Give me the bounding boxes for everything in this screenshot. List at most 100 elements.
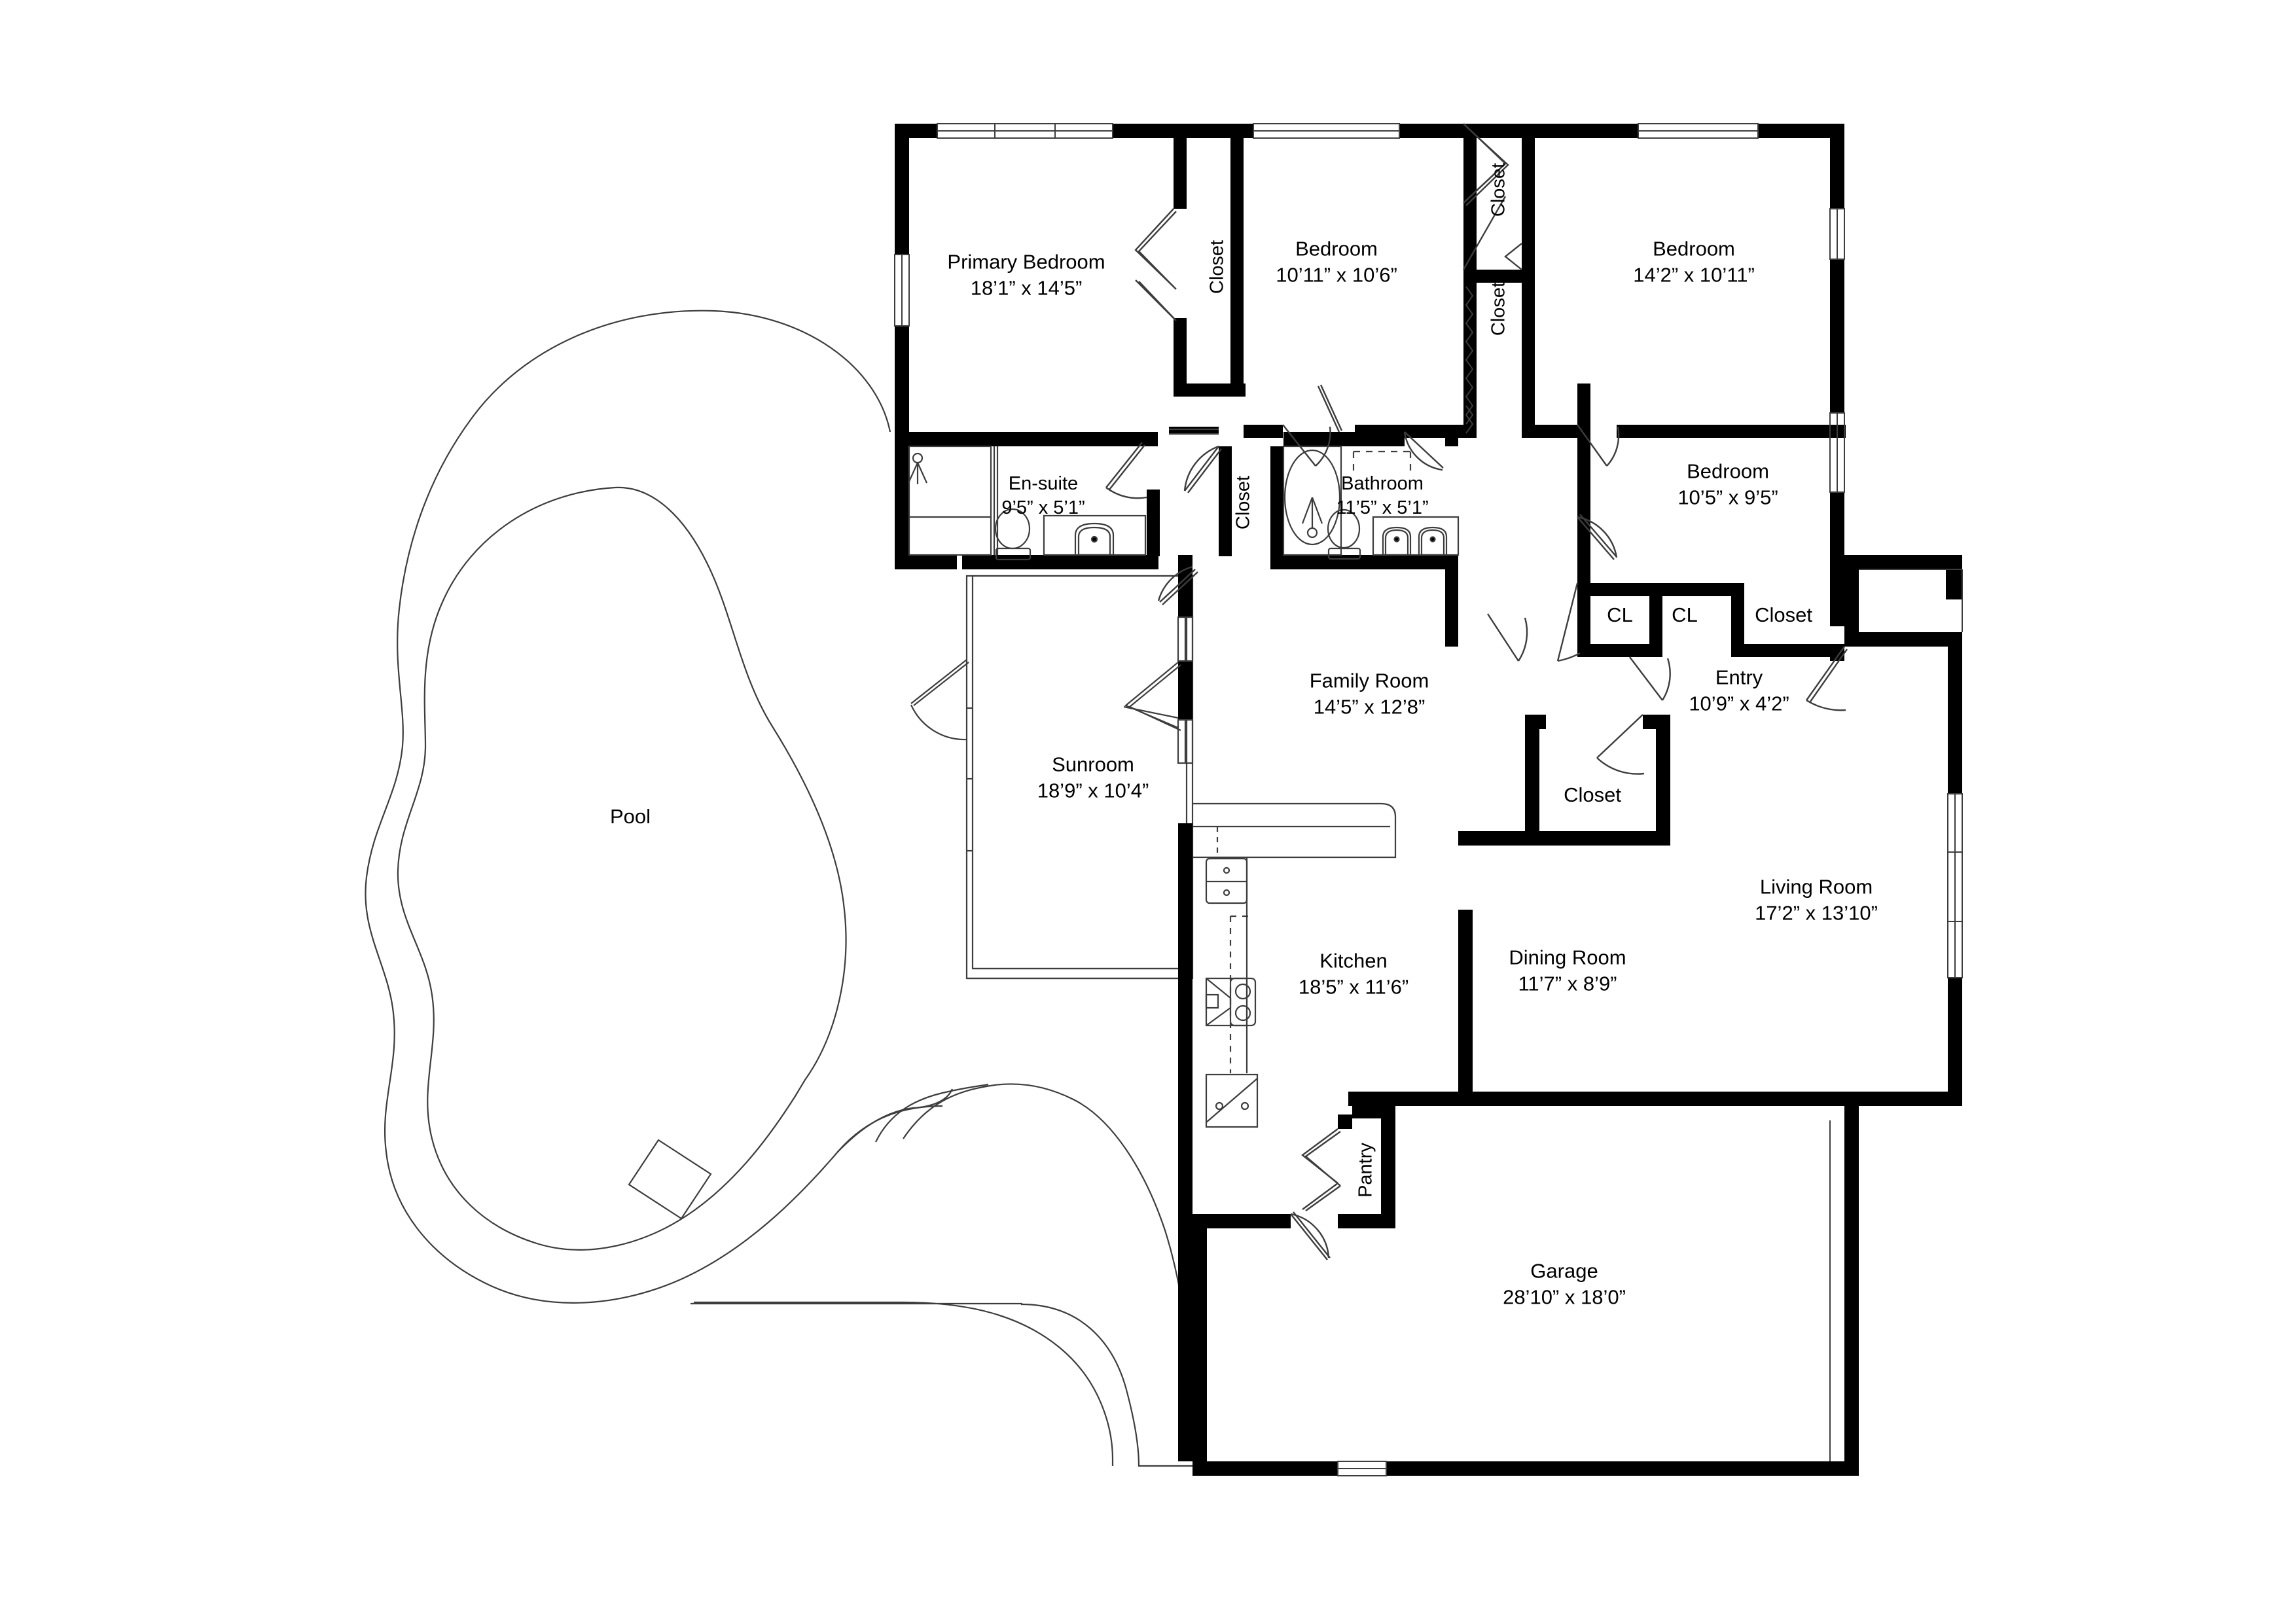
wall-bed2-right-upper — [1463, 124, 1477, 399]
wall-ensuite-top — [909, 432, 1033, 446]
door-primary-closet-bot-2 — [1138, 281, 1177, 321]
door-entry-inner — [1486, 613, 1520, 662]
wall-hall-closet-right — [1270, 446, 1283, 556]
wall-closet-lower-right — [1522, 283, 1535, 438]
wall-hall-closet-left — [1219, 446, 1232, 556]
wall-pantry-top — [1338, 1115, 1352, 1129]
fixtures — [907, 428, 1460, 1128]
bathroom-sink-2 — [1418, 526, 1448, 556]
wall-closet-entry-top-a — [1525, 715, 1546, 729]
wall-foyer-top — [1844, 555, 1962, 569]
sunroom-structure — [910, 575, 1194, 980]
door-hall-upper-2 — [1319, 384, 1343, 431]
wall-foyer-notch — [1946, 555, 1962, 599]
wall-right-bed4-bot — [1830, 492, 1844, 580]
wall-cl-divider — [1649, 583, 1662, 657]
pool-steps — [628, 1139, 712, 1220]
door-bed3 — [1577, 424, 1607, 467]
bathroom-tub-basin — [1283, 449, 1341, 546]
wall-cl-bottom-b — [1731, 644, 1844, 657]
door-cl-left — [1556, 582, 1579, 662]
door-bed2-arc — [1315, 426, 1331, 467]
wall-family-left-c — [1178, 823, 1193, 980]
wall-garage-left — [1193, 1214, 1207, 1476]
path-edge-left — [693, 1301, 1114, 1466]
wall-right-bed3-top — [1830, 124, 1844, 209]
door-bed4 — [1577, 516, 1615, 560]
wall-cl-bottom-a — [1577, 644, 1649, 657]
wall-family-left-a — [1178, 555, 1193, 617]
bathroom-sink-1 — [1382, 526, 1412, 556]
wall-bath-right — [1445, 432, 1458, 446]
wall-left-upper — [895, 124, 909, 255]
wall-bed-bottom-a — [1244, 425, 1283, 438]
window-bed3-right — [1829, 208, 1845, 260]
door-swings — [1105, 123, 1848, 1260]
door-pantry-top-2 — [1304, 1131, 1341, 1186]
wall-foyer-left — [1844, 555, 1859, 647]
wall-ensuite-right — [1147, 490, 1160, 556]
ensuite-vanity — [1043, 514, 1147, 556]
wall-cl-left — [1577, 583, 1590, 657]
ensuite-faucet — [1090, 535, 1098, 543]
kitchen-faucet — [1205, 993, 1219, 1009]
bathroom-sink-2b — [1420, 529, 1445, 556]
door-hall-closet-arc — [1183, 445, 1219, 491]
wall-foyer-bottom — [1844, 632, 1962, 647]
wall-bed4-left — [1577, 383, 1590, 596]
accordion-bed2 — [1465, 286, 1474, 434]
wall-living-bottom-left — [1800, 1092, 1859, 1106]
window-living-right — [1947, 793, 1963, 978]
wall-kitchen-bottom — [1193, 1214, 1291, 1228]
bathroom-header-dash — [1352, 450, 1412, 471]
wall-ensuite-bottom-b — [962, 555, 1158, 569]
shower-head — [912, 452, 924, 464]
wall-closet-mid — [1463, 270, 1535, 283]
wall-pantry-bottom — [1338, 1214, 1395, 1228]
door-entry-front-arc — [1806, 699, 1846, 711]
wall-closet-entry-right — [1656, 715, 1670, 846]
top-windows — [937, 123, 1759, 139]
wall-bed-bottom-d — [1617, 425, 1846, 438]
wall-dining-bottom — [1348, 1092, 1800, 1106]
wall-kitchen-left — [1178, 980, 1193, 1461]
wall-primary-closet-left-top — [1174, 124, 1187, 209]
door-cl-right-arc — [1661, 658, 1671, 701]
wall-right-bed3-bot — [1830, 259, 1844, 364]
wall-bath-bottom — [1270, 555, 1458, 569]
wall-closet-entry-bot-ext — [1458, 831, 1530, 846]
door-ensuite-2 — [1109, 444, 1145, 490]
pool-area — [365, 310, 1193, 1467]
door-entry-inner-arc — [1517, 617, 1528, 662]
path-outline — [875, 1083, 989, 1143]
wall-bed4-bottom-a — [1577, 583, 1649, 596]
ensuite-sink — [1074, 522, 1115, 556]
door-cl-right — [1629, 656, 1663, 701]
sunroom-outer — [965, 575, 1194, 980]
shower-enclosure — [908, 445, 992, 556]
door-bed3-arc — [1606, 426, 1620, 467]
foyer-thin — [1859, 569, 1963, 632]
wall-bath-top — [1283, 432, 1405, 446]
door-primary-closet-top-2 — [1138, 211, 1177, 290]
walls — [894, 123, 1963, 1476]
door-pantry-bot-2 — [1305, 1185, 1341, 1211]
pool-outline — [397, 486, 847, 1251]
window-bed4-right — [1829, 412, 1845, 493]
door-hall-upper — [1317, 385, 1340, 433]
wall-left-ensuite — [895, 432, 909, 569]
sunroom-inner — [971, 575, 1188, 970]
door-bathroom-arc — [1403, 431, 1443, 471]
door-entry-front — [1806, 646, 1845, 701]
garage-door — [1337, 1461, 1387, 1476]
path-edge-right — [903, 1083, 1193, 1459]
wall-bath-right-col — [1445, 555, 1458, 647]
door-hall-arc — [1157, 565, 1193, 601]
sunroom-door-arc — [910, 704, 967, 741]
wall-top-c — [1399, 124, 1638, 138]
window-primary-left — [894, 254, 910, 327]
wall-closet-entry-top-b — [1643, 715, 1670, 729]
door-ensuite-arc — [1105, 487, 1147, 499]
ensuite-toilet-tank — [995, 547, 1031, 561]
